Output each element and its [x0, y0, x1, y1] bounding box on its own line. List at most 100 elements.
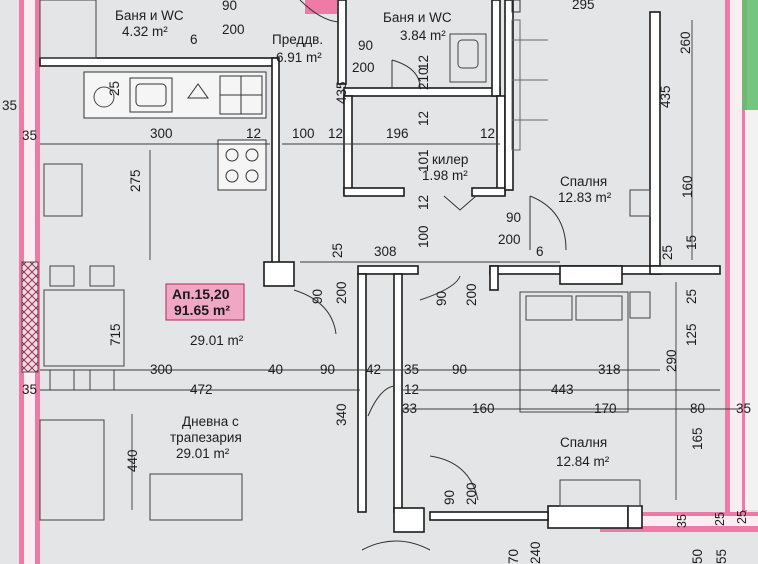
- room-bath1-name: Баня и WC: [115, 8, 184, 23]
- dim-90-v: 90: [310, 289, 325, 304]
- dim-35-left3: 35: [22, 382, 37, 397]
- dim-100-v: 100: [416, 225, 431, 248]
- dim-101: 101: [416, 149, 431, 172]
- dim-6-closet: 6: [536, 244, 544, 259]
- room-bath2-name: Баня и WC: [383, 10, 452, 25]
- dim-90-living: 90: [320, 362, 335, 377]
- dim-200-top: 200: [222, 22, 245, 37]
- dim-472: 472: [190, 382, 213, 397]
- total-area-note: 29.01 m²: [190, 333, 244, 348]
- dim-715: 715: [108, 323, 123, 346]
- interior-walls: [39, 0, 721, 533]
- dim-240-bottom: 240: [528, 541, 543, 564]
- dim-308: 308: [374, 244, 397, 259]
- dimension-lines: [40, 20, 740, 510]
- dim-90-v2: 90: [434, 291, 449, 306]
- apartment-number: Ап.15,20: [172, 286, 230, 302]
- dim-90-top: 90: [222, 0, 237, 13]
- room-hall-area: 6.91 m²: [276, 50, 322, 65]
- dim-6-top: 6: [190, 32, 198, 47]
- dim-200-hall: 200: [352, 60, 375, 75]
- dim-90-living2: 90: [452, 362, 467, 377]
- dim-12-b: 12: [328, 126, 343, 141]
- table-and-chairs: [39, 163, 243, 521]
- dim-25-bottom-right2: 25: [735, 510, 749, 524]
- dim-90-hall: 90: [358, 38, 373, 53]
- room-closet-name: килер: [432, 152, 468, 167]
- room-living-line2: трапезария: [170, 430, 242, 445]
- dim-12-v3: 12: [416, 195, 431, 210]
- room-bed1-name: Спалня: [560, 174, 607, 189]
- dim-40: 40: [268, 362, 283, 377]
- dim-200-v: 200: [334, 281, 349, 304]
- apartment-area: 91.65 m²: [174, 302, 230, 318]
- dim-290: 290: [664, 349, 679, 372]
- dim-443: 443: [551, 382, 574, 397]
- room-bath1-area: 4.32 m²: [122, 24, 168, 39]
- room-bath2-area: 3.84 m²: [400, 28, 446, 43]
- bath-fixtures: [39, 0, 487, 83]
- room-living-line1: Дневна с: [182, 414, 239, 429]
- dim-35-living: 35: [404, 362, 419, 377]
- dim-55-bottom: 55: [714, 549, 729, 564]
- dim-165: 165: [690, 427, 705, 450]
- dim-35-left2: 35: [22, 128, 37, 143]
- room-closet-area: 1.98 m²: [422, 168, 468, 183]
- dim-160-right: 160: [680, 175, 695, 198]
- room-hall-name: Преддв.: [272, 32, 323, 47]
- dim-90-closet: 90: [506, 210, 521, 225]
- dim-340: 340: [334, 403, 349, 426]
- room-bed1-area: 12.83 m²: [558, 190, 612, 205]
- room-bed2-name: Спалня: [560, 435, 607, 450]
- dim-12-v2: 12: [416, 111, 431, 126]
- dim-200-v2: 200: [464, 283, 479, 306]
- top-pink-strip: [305, 0, 337, 14]
- dim-125-right: 125: [684, 323, 699, 346]
- dim-275: 275: [128, 169, 143, 192]
- dim-12-v1: 12: [416, 55, 431, 70]
- dim-33: 33: [402, 401, 417, 416]
- dim-200-closet: 200: [498, 232, 521, 247]
- dim-210: 210: [416, 67, 431, 90]
- dim-25-right2: 25: [684, 289, 699, 304]
- dim-170: 170: [594, 401, 617, 416]
- bedroom-furniture: [511, 19, 651, 507]
- door-swings: [293, 0, 567, 551]
- dim-200-bottom: 200: [464, 482, 479, 505]
- kitchen-fixtures: [83, 71, 267, 191]
- dim-80: 80: [690, 401, 705, 416]
- dim-440: 440: [125, 449, 140, 472]
- vertical-dimension-labels: 25 275 715 440 435 12 210 12 101 12 100 …: [107, 31, 749, 564]
- room-bed2-area: 12.84 m²: [556, 454, 610, 469]
- dim-35-bottom-right: 35: [675, 514, 689, 528]
- dim-35-right: 35: [736, 401, 751, 416]
- dim-435-hall: 435: [334, 81, 349, 104]
- dim-25-bottom-right: 25: [713, 512, 727, 526]
- dim-12-a: 12: [246, 126, 261, 141]
- dim-295: 295: [572, 0, 595, 12]
- dim-35-left: 35: [2, 98, 17, 113]
- dim-50-bottom: 50: [690, 549, 705, 564]
- dim-318: 318: [598, 362, 621, 377]
- dim-25-kitchen: 25: [107, 81, 122, 96]
- dim-260: 260: [678, 31, 693, 54]
- room-labels: Баня и WC 4.32 m² Преддв. 6.91 m² Баня и…: [115, 8, 612, 469]
- room-living-area: 29.01 m²: [176, 446, 230, 461]
- dim-25-right: 25: [660, 245, 675, 260]
- dim-300-living: 300: [150, 362, 173, 377]
- dim-160-bottom: 160: [472, 401, 495, 416]
- dimension-labels: 90 200 6 295 35 35 300 12 100 12 196 12 …: [2, 0, 751, 416]
- dim-196: 196: [386, 126, 409, 141]
- dim-90-bottom: 90: [442, 490, 457, 505]
- dim-42: 42: [366, 362, 381, 377]
- dim-15-right: 15: [684, 235, 699, 250]
- dim-300-kitchen: 300: [150, 126, 173, 141]
- dim-12-c: 12: [480, 126, 495, 141]
- dim-435-right: 435: [658, 85, 673, 108]
- dim-70-bottom: 70: [506, 549, 521, 564]
- apartment-label: Ап.15,20 91.65 m²: [165, 283, 245, 321]
- dim-100-a: 100: [292, 126, 315, 141]
- exterior-wall-left: [19, 0, 40, 564]
- dim-12-living: 12: [404, 382, 419, 397]
